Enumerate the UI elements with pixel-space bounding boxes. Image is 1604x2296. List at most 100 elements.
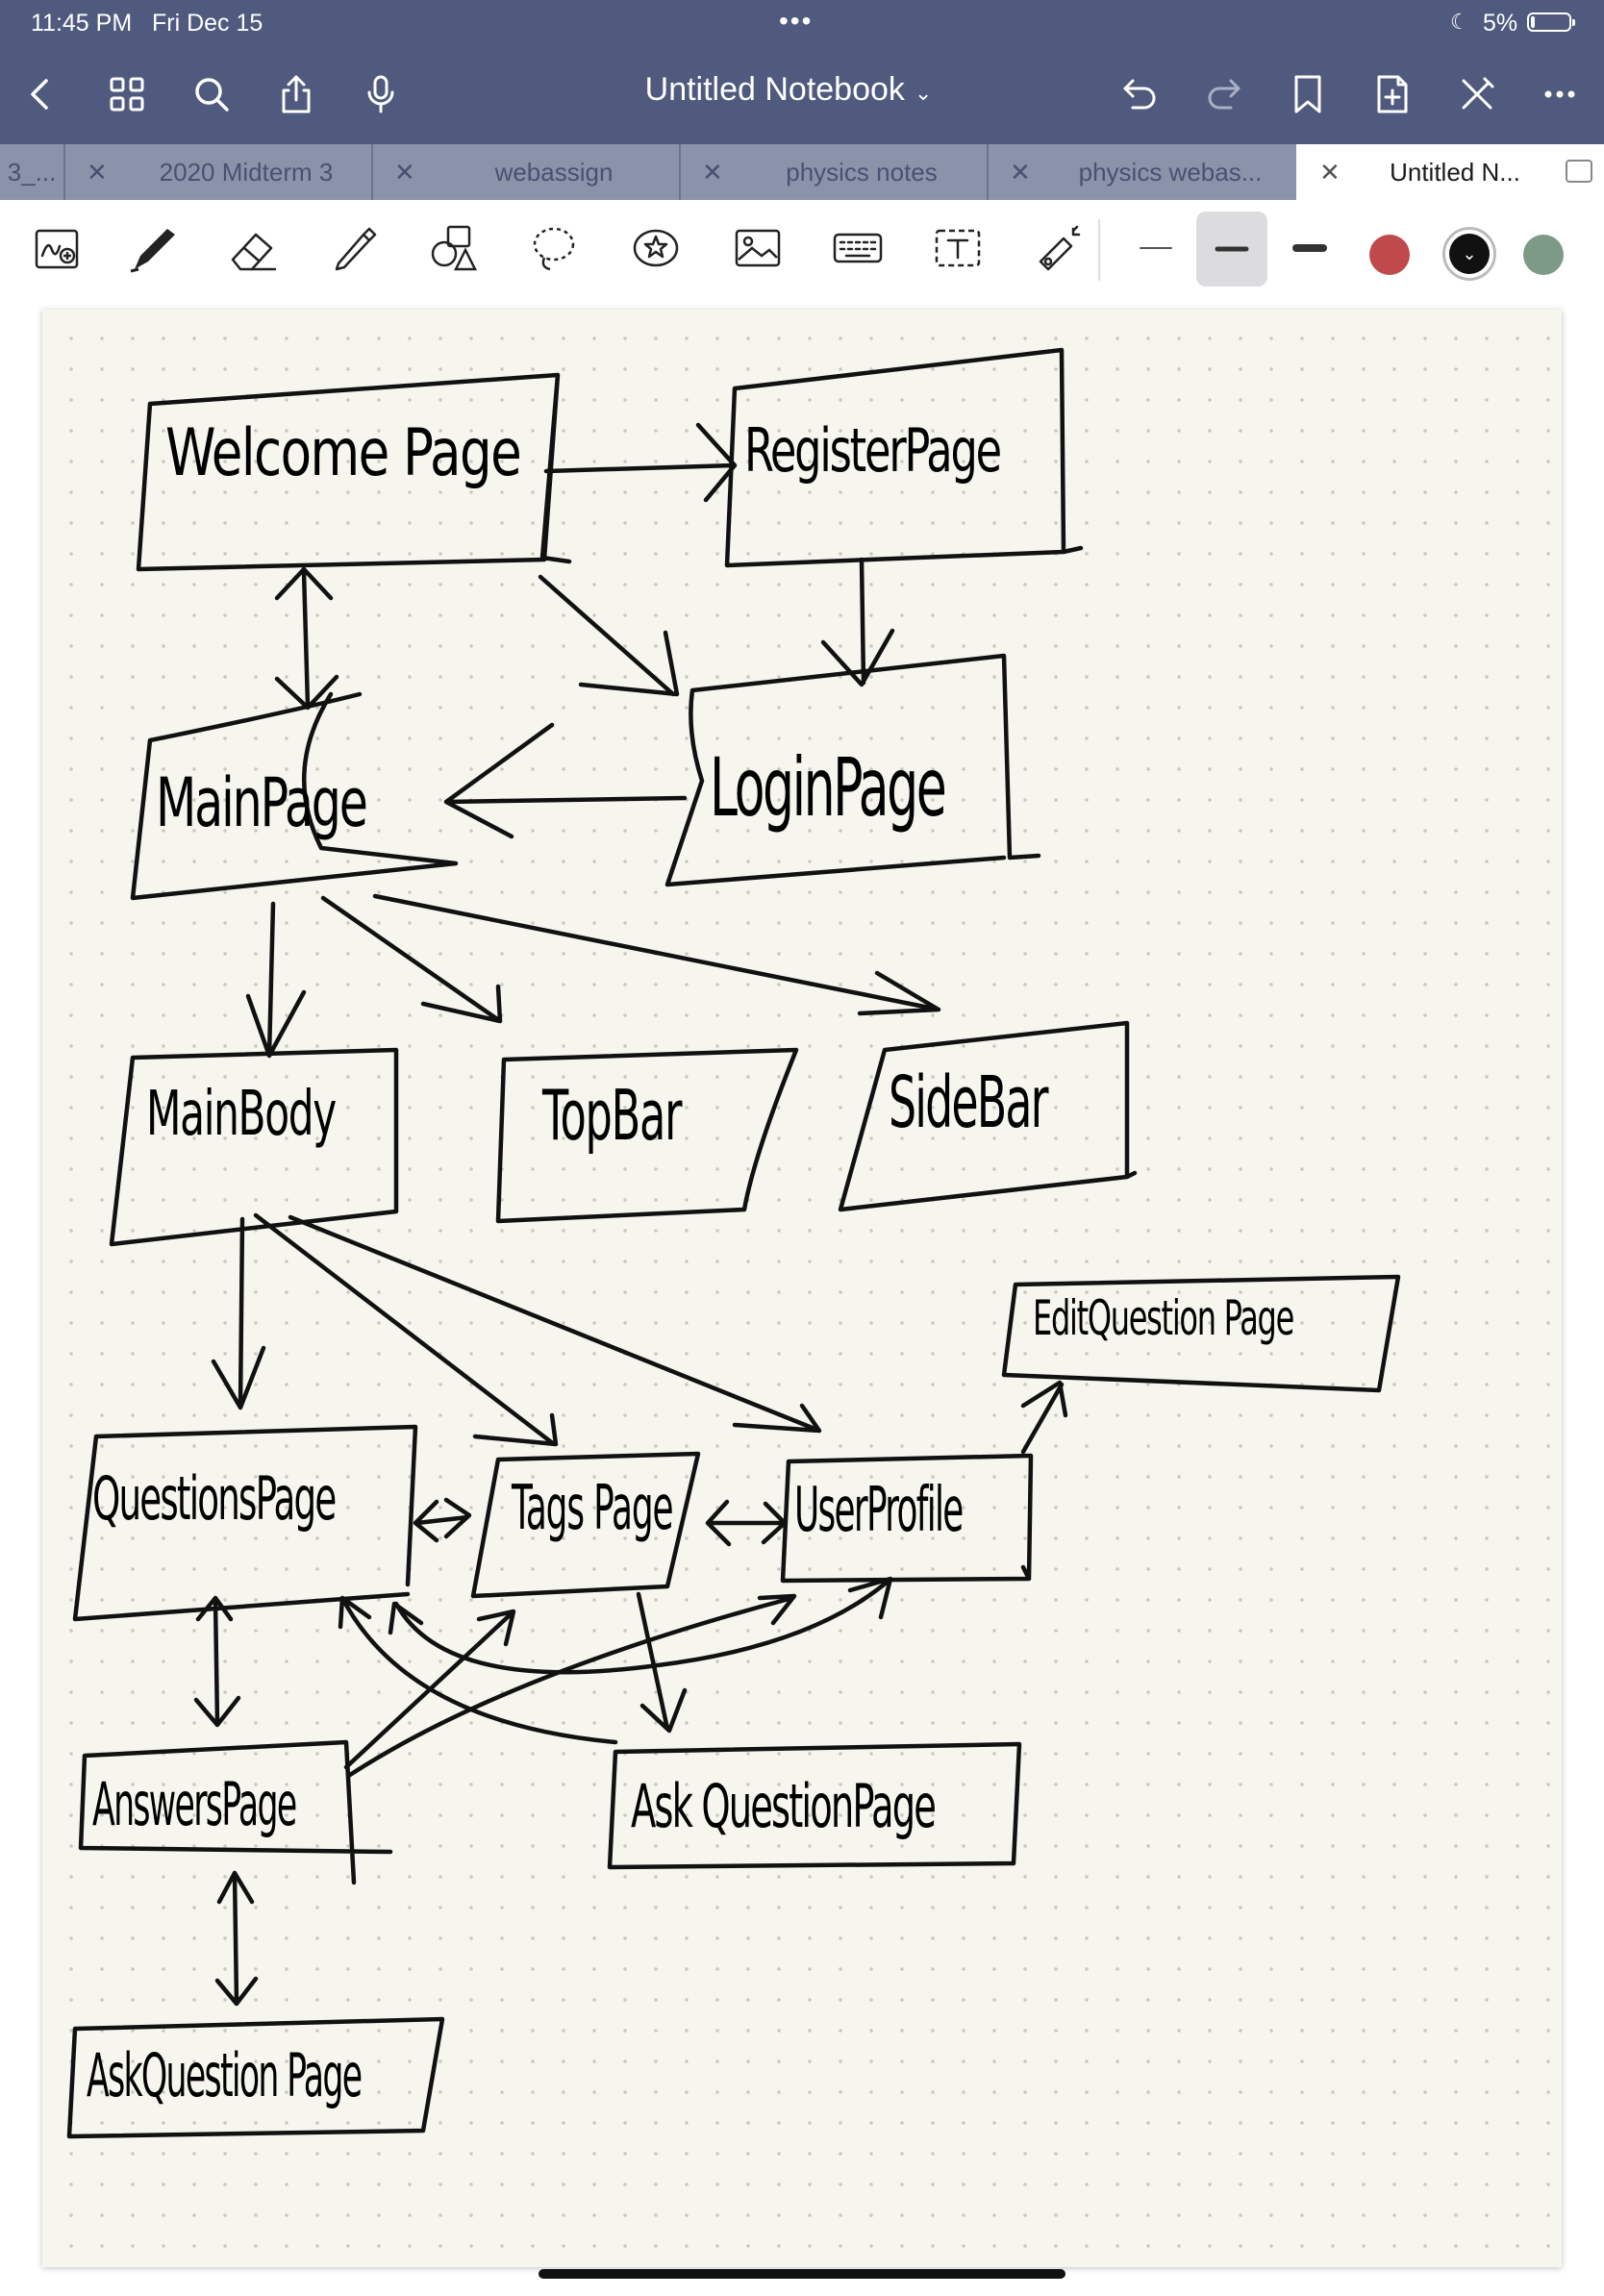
tab-item[interactable]: ✕ 2020 Midterm 3: [63, 144, 373, 200]
laser-pointer-icon[interactable]: [1027, 217, 1089, 279]
keyboard-icon[interactable]: [827, 217, 889, 279]
stroke-thin-option[interactable]: [1125, 217, 1187, 279]
node-main-label: MainPage: [156, 763, 368, 842]
tab-item[interactable]: ✕ physics webas...: [987, 144, 1298, 200]
more-icon[interactable]: [1533, 67, 1587, 121]
pen-icon[interactable]: [123, 217, 185, 279]
undo-icon[interactable]: [1114, 67, 1167, 121]
image-icon[interactable]: [727, 217, 789, 279]
stroke-thick-option[interactable]: [1279, 217, 1341, 279]
box-main: [130, 691, 459, 901]
status-bar: 11:45 PM Fri Dec 15 ••• ☾ 5%: [0, 0, 1604, 46]
node-askq-right-label: Ask QuestionPage: [631, 1771, 937, 1841]
tab-label: physics webas...: [1078, 158, 1263, 187]
tab-label: physics notes: [786, 158, 938, 187]
handwriting-icon[interactable]: [27, 217, 88, 279]
arrow-register-login: [820, 557, 895, 687]
notebook-title[interactable]: Untitled Notebook⌄: [644, 71, 933, 108]
canvas-area: Welcome Page RegisterPage MainPage Login…: [0, 298, 1604, 2296]
box-questions: [72, 1424, 418, 1622]
arrow-answers-userprofile: [347, 1593, 797, 1778]
redo-icon[interactable]: [1196, 67, 1250, 121]
notebook-page[interactable]: Welcome Page RegisterPage MainPage Login…: [42, 310, 1562, 2267]
share-icon[interactable]: [269, 67, 323, 121]
node-answers-label: AnswersPage: [92, 1769, 297, 1839]
arrow-mainbody-userprofile: [288, 1214, 822, 1434]
status-time: 11:45 PM Fri Dec 15: [31, 10, 263, 37]
arrow-tags-userprofile: [705, 1499, 788, 1547]
node-askq-bottom-label: AskQuestion Page: [87, 2040, 363, 2110]
node-login-label: LoginPage: [710, 740, 947, 835]
box-topbar: [495, 1047, 799, 1224]
box-register: [724, 347, 1084, 568]
arrow-questions-tags: [413, 1497, 472, 1543]
color-green-swatch[interactable]: [1523, 235, 1564, 275]
node-register-label: RegisterPage: [744, 415, 1002, 486]
tab-label: Untitled N...: [1390, 158, 1520, 187]
arrow-welcome-main: [274, 566, 339, 711]
multitask-dots[interactable]: •••: [779, 6, 814, 36]
arrow-answers-askq-bottom: [214, 1870, 259, 2007]
tab-item-active[interactable]: ✕ Untitled N...: [1296, 144, 1604, 200]
arrow-questions-answers: [193, 1595, 241, 1728]
tab-label: 2020 Midterm 3: [159, 158, 334, 187]
close-icon[interactable]: ✕: [87, 158, 108, 187]
tab-bar: 3_... ✕ 2020 Midterm 3 ✕ webassign ✕ physic…: [0, 144, 1604, 200]
text-box-icon[interactable]: [927, 217, 989, 279]
tab-item[interactable]: ✕ webassign: [371, 144, 681, 200]
box-answers: [78, 1739, 393, 1885]
search-icon[interactable]: [185, 67, 238, 121]
back-icon[interactable]: [13, 67, 67, 121]
arrow-userprofile-editq: [1020, 1380, 1068, 1455]
arrow-questions-userprofile-curve: [388, 1576, 893, 1675]
box-tags: [470, 1451, 701, 1599]
sticker-icon[interactable]: [625, 217, 687, 279]
arrow-main-topbar: [320, 895, 503, 1024]
box-userprofile: [780, 1453, 1034, 1584]
lasso-icon[interactable]: [523, 217, 585, 279]
stroke-medium-option[interactable]: [1196, 212, 1267, 287]
arrow-welcome-register: [543, 422, 738, 503]
moon-icon: ☾: [1450, 10, 1469, 34]
close-icon[interactable]: ✕: [1319, 158, 1341, 187]
arrow-welcome-login: [538, 574, 680, 697]
battery-icon: [1527, 12, 1575, 32]
box-editq: [1001, 1274, 1401, 1393]
node-tags-label: Tags Page: [512, 1473, 674, 1544]
node-welcome-label: Welcome Page: [165, 415, 522, 491]
close-icon[interactable]: ✕: [702, 158, 723, 187]
arrow-main-mainbody: [245, 901, 307, 1059]
arrow-tags-askq: [636, 1591, 688, 1734]
node-questions-label: QuestionsPage: [92, 1463, 337, 1534]
bookmark-icon[interactable]: [1281, 67, 1335, 121]
node-sidebar-label: SideBar: [889, 1061, 1049, 1144]
battery-percent: 5%: [1483, 10, 1518, 37]
arrow-mainbody-tags: [253, 1212, 559, 1447]
box-welcome: [136, 372, 572, 572]
tab-label: 3_...: [7, 158, 57, 187]
handwritten-diagram: [66, 347, 1401, 2139]
arrow-login-main: [443, 722, 688, 839]
box-askq-bottom: [66, 2016, 445, 2139]
node-userprofile-label: UserProfile: [794, 1475, 964, 1546]
node-mainbody-label: MainBody: [146, 1079, 337, 1150]
pen-off-icon[interactable]: [1450, 67, 1504, 121]
close-icon[interactable]: ✕: [394, 158, 415, 187]
highlighter-icon[interactable]: [323, 217, 385, 279]
shapes-icon[interactable]: [423, 217, 485, 279]
color-black-swatch[interactable]: ⌄: [1442, 227, 1496, 281]
eraser-icon[interactable]: [223, 217, 285, 279]
tab-item[interactable]: 3_...: [0, 144, 65, 200]
grid-icon[interactable]: [100, 67, 154, 121]
box-askq-right: [607, 1741, 1022, 1870]
tab-label: webassign: [494, 158, 614, 187]
home-indicator[interactable]: [539, 2269, 1065, 2279]
tab-item[interactable]: ✕ physics notes: [679, 144, 989, 200]
nav-bar: Untitled Notebook⌄: [0, 46, 1604, 144]
split-view-icon[interactable]: [1566, 160, 1592, 183]
tool-bar: ⌄: [0, 200, 1604, 300]
color-red-swatch[interactable]: [1369, 235, 1410, 275]
microphone-icon[interactable]: [354, 67, 408, 121]
add-page-icon[interactable]: [1366, 67, 1419, 121]
close-icon[interactable]: ✕: [1010, 158, 1031, 187]
